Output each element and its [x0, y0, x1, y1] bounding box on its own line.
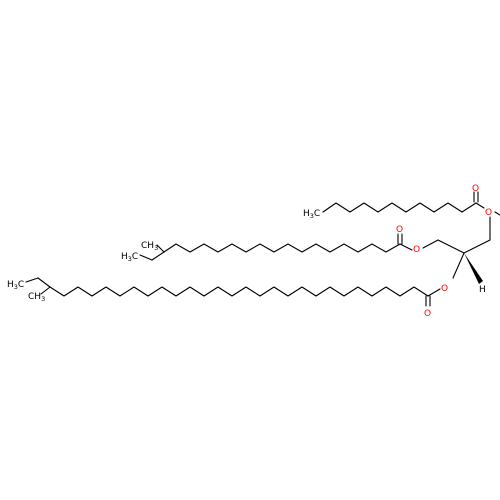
backbone-ch2-to-o: [422, 239, 439, 249]
middle-ch-label: CH: [141, 241, 154, 251]
bottom-branch-methyl-bond: [40, 286, 51, 295]
decanoyl-h-subscript: 3: [310, 212, 314, 220]
decanoyl-h-label: H: [303, 209, 310, 219]
bottom-carbon-chain: [49, 286, 429, 297]
bottom-ethyl-ch2-bond: [25, 277, 39, 283]
middle-carbonyl-oxygen: O: [396, 225, 403, 235]
bottom-ester-oxygen: O: [441, 284, 448, 294]
middle-ester-oxygen: O: [413, 245, 420, 255]
middle-carbon-chain: [163, 243, 401, 253]
middle-ethyl-ch2-bond: [139, 254, 153, 261]
middle-h-subscript: 3: [128, 255, 132, 263]
bottom-ch-label: CH: [28, 292, 41, 302]
decanoyl-o-ch2-bond: [494, 211, 500, 216]
bottom-h-subscript: 3: [14, 283, 18, 291]
decanoyl-c-label: C: [314, 209, 320, 219]
middle-branch-methyl: CH3: [141, 241, 158, 252]
decanoyl-ester-bond: [475, 202, 485, 209]
backbone-ch-to-ch2: [437, 239, 465, 254]
decanoyl-carbon-chain: [322, 202, 463, 213]
bottom-branch-methyl: CH3: [28, 292, 45, 303]
stereo-wedge-bond: [464, 253, 483, 284]
long-branched-chain: O O H3C CH3: [7, 277, 448, 319]
decanoyl-carbonyl-bond: [461, 202, 477, 213]
bottom-h-label: H: [7, 280, 14, 290]
backbone-ch-to-o: [452, 252, 465, 279]
middle-h-label: H: [121, 252, 128, 262]
decanoyl-ester-oxygen: O: [485, 208, 492, 218]
bottom-ch-subscript: 3: [41, 295, 45, 303]
bottom-ester-bond: [427, 288, 441, 297]
bottom-c-label: C: [18, 280, 24, 290]
middle-ester-bond: [399, 243, 413, 251]
bottom-ethyl-bond: [37, 277, 51, 288]
methylhexadecanoyl-chain: O O CH3 H3C: [121, 225, 420, 263]
stereo-hydrogen: H: [479, 285, 486, 295]
bottom-carbonyl-oxygen: O: [424, 309, 431, 319]
decanoyl-carbonyl-oxygen: O: [472, 184, 479, 194]
backbone-ch2-to-ch: [463, 239, 491, 254]
middle-ethyl-bond: [151, 251, 165, 261]
middle-c-label: C: [132, 252, 138, 262]
decanoyl-chain: O O H3C: [303, 184, 500, 220]
middle-branch-methyl-bond: [156, 244, 165, 253]
bottom-terminal-methyl: H3C: [7, 280, 24, 291]
middle-ch-subscript: 3: [154, 244, 158, 252]
decanoyl-terminal-methyl: H3C: [303, 209, 320, 220]
middle-terminal-methyl: H3C: [121, 252, 138, 263]
glycerol-backbone: H: [422, 216, 491, 295]
